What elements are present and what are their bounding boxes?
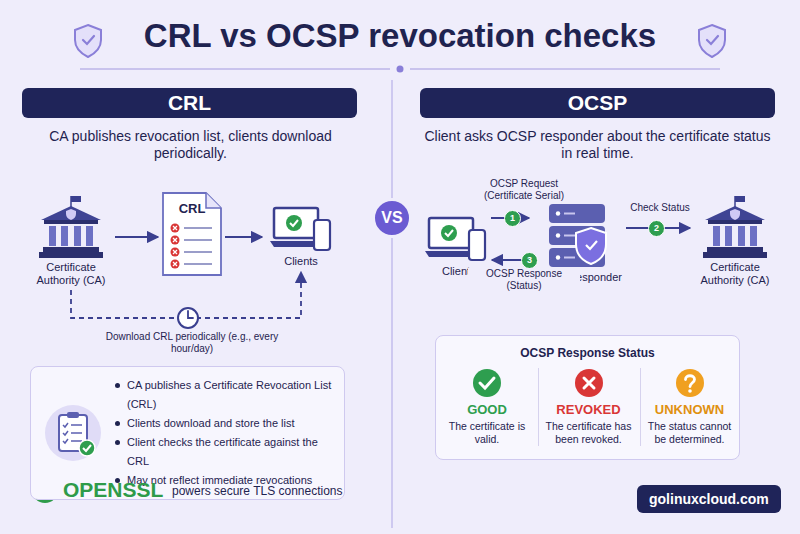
shield-icon — [699, 25, 725, 57]
tagline: powers secure TLS connections — [172, 484, 343, 499]
node-body: The certificate is valid. — [442, 420, 532, 446]
status-panel: OCSP Response StatusGOOD The certificate … — [435, 335, 740, 460]
node-body: Clients download and store the list — [115, 414, 334, 433]
node-label: VS — [381, 209, 402, 227]
edge-label: Download CRL periodically (e.g., every h… — [100, 331, 284, 355]
connector — [225, 236, 262, 238]
subtitle: CA publishes revocation list, clients do… — [28, 128, 353, 162]
shield-icon — [75, 25, 101, 57]
node-body: The certificate has been revoked. — [543, 420, 634, 446]
vs-badge: VS — [372, 198, 412, 238]
server-icon — [543, 200, 613, 268]
node-label: CRL — [162, 192, 222, 216]
node-label: UNKNOWN — [645, 402, 734, 418]
edge-label: OCSP Response (Status) — [468, 268, 580, 292]
subtitle: Client asks OCSP responder about the cer… — [420, 128, 775, 162]
section-header: CRL — [22, 88, 357, 118]
ca-node: Certificate Authority (CA) — [30, 196, 112, 287]
node-label: CRL — [168, 91, 211, 115]
edge-label: OCSP Request (Certificate Serial) — [468, 178, 580, 202]
logo-text: OPENSSL — [63, 477, 163, 503]
node-label: OCSP Response Status — [436, 336, 739, 360]
node-label: Certificate Authority (CA) — [30, 261, 112, 287]
node-body: The status cannot be determined. — [645, 420, 734, 446]
node-label: Certificate Authority (CA) — [694, 261, 776, 287]
node-label: golinuxcloud.com — [649, 491, 769, 507]
node-label: GOOD — [442, 402, 532, 418]
connector — [115, 236, 158, 238]
crl-document: CRL — [162, 192, 222, 276]
client-node: Clients — [266, 204, 336, 268]
status-item: UNKNOWN The status cannot be determined. — [640, 368, 738, 446]
bad-icon — [574, 368, 604, 398]
unk-icon — [675, 368, 705, 398]
status-item: GOOD The certificate is valid. — [438, 368, 536, 446]
callout-number: 2 — [648, 220, 665, 237]
title-rule — [80, 66, 720, 73]
edge-label: Check Status — [624, 202, 696, 214]
site-badge: golinuxcloud.com — [637, 485, 781, 513]
node-body: Client checks the certificate against th… — [115, 433, 334, 471]
panel-divider — [391, 80, 393, 528]
callout-number: 3 — [521, 252, 538, 269]
building-icon — [703, 196, 767, 258]
good-icon — [472, 368, 502, 398]
clip-icon — [45, 405, 101, 461]
building-icon — [39, 196, 103, 258]
node-label: REVOKED — [543, 402, 634, 418]
laptop-icon — [425, 214, 487, 262]
node-label: OCSP — [568, 91, 628, 115]
section-header: OCSP — [420, 88, 775, 118]
ca-node: Certificate Authority (CA) — [694, 196, 776, 287]
status-item: REVOKED The certificate has been revoked. — [538, 368, 638, 446]
laptop-icon — [270, 204, 332, 252]
node-label: CA publishes a Certificate Revocation Li… — [115, 376, 334, 414]
callout-number: 1 — [504, 210, 521, 227]
title: CRL vs OCSP revocation checks — [0, 16, 800, 56]
node-label: Clients — [266, 255, 336, 268]
